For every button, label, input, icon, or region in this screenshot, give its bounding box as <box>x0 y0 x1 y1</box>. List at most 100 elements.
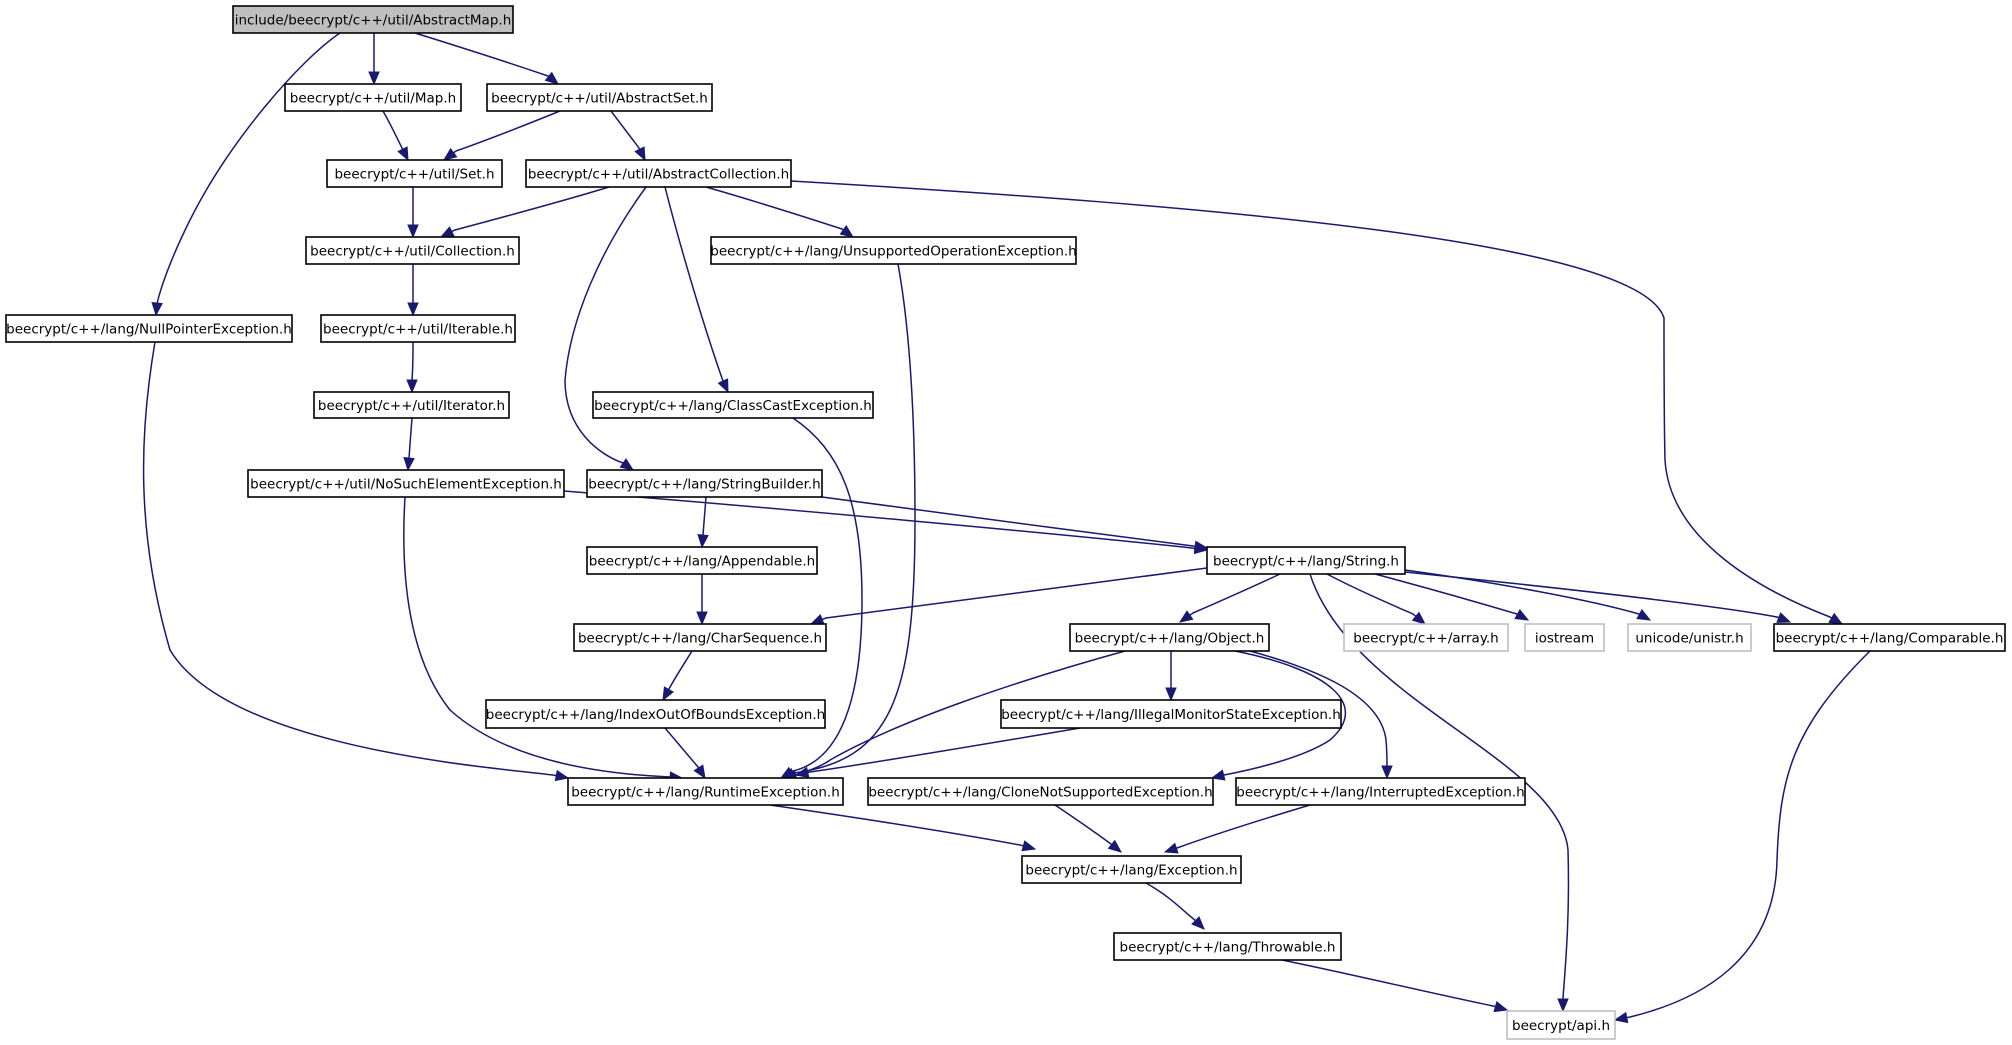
edge-line <box>790 180 1832 619</box>
edge-abstractcollection-to-comparable <box>790 180 1844 625</box>
arrowhead <box>403 457 415 472</box>
edge-string-to-api <box>1309 573 1570 1013</box>
node-iterable[interactable]: beecrypt/c++/util/Iterable.h <box>320 314 516 343</box>
node-label: beecrypt/c++/lang/Throwable.h <box>1120 940 1336 956</box>
node-set[interactable]: beecrypt/c++/util/Set.h <box>326 159 503 188</box>
edge-string-to-iostream <box>1374 573 1530 621</box>
node-label: beecrypt/c++/util/Set.h <box>334 167 494 183</box>
node-object[interactable]: beecrypt/c++/lang/Object.h <box>1069 623 1270 652</box>
edge-abstractset-to-abstractcollection <box>610 110 646 162</box>
arrowhead <box>1828 612 1844 625</box>
edge-iterable-to-iterator <box>406 341 418 394</box>
node-charsequence[interactable]: beecrypt/c++/lang/CharSequence.h <box>573 623 827 652</box>
node-indexoutofbounds[interactable]: beecrypt/c++/lang/IndexOutOfBoundsExcept… <box>485 699 826 729</box>
node-box <box>586 546 818 575</box>
edge-line <box>821 496 1196 548</box>
node-appendable[interactable]: beecrypt/c++/lang/Appendable.h <box>586 546 818 575</box>
edge-abstractcollection-to-classcast <box>664 186 729 394</box>
node-box <box>867 777 1214 806</box>
node-label: beecrypt/c++/util/Collection.h <box>310 244 515 260</box>
node-label: beecrypt/c++/lang/UnsupportedOperationEx… <box>710 244 1076 260</box>
arrowhead <box>1514 609 1530 621</box>
node-box <box>305 236 520 265</box>
edge-line <box>382 110 404 150</box>
node-label: unicode/unistr.h <box>1635 631 1743 647</box>
node-label: include/beecrypt/c++/util/AbstractMap.h <box>235 13 512 29</box>
arrowhead <box>1613 1011 1629 1024</box>
node-runtime[interactable]: beecrypt/c++/lang/RuntimeException.h <box>567 777 844 806</box>
edge-line <box>705 186 844 231</box>
node-box <box>573 623 827 652</box>
node-box <box>320 314 516 343</box>
arrowhead <box>809 614 825 625</box>
edge-line <box>453 110 561 154</box>
node-nosuchelement[interactable]: beecrypt/c++/util/NoSuchElementException… <box>247 469 565 498</box>
node-abstractcollection[interactable]: beecrypt/c++/util/AbstractCollection.h <box>525 159 792 188</box>
arrowhead <box>1163 842 1179 854</box>
node-box <box>592 391 874 419</box>
edge-line <box>451 186 610 233</box>
node-iostream[interactable]: iostream <box>1524 623 1605 652</box>
arrowhead <box>406 379 418 394</box>
edge-comparable-to-api <box>1613 650 1871 1024</box>
node-label: beecrypt/c++/util/AbstractCollection.h <box>528 167 789 183</box>
edge-line <box>664 727 700 769</box>
edge-line <box>821 567 1208 621</box>
arrowhead <box>1021 840 1037 852</box>
edge-iterator-to-nosuchelement <box>403 417 415 472</box>
node-box <box>586 469 823 498</box>
node-classcast[interactable]: beecrypt/c++/lang/ClassCastException.h <box>592 391 874 419</box>
edge-line <box>1054 804 1113 846</box>
node-unsupportedop[interactable]: beecrypt/c++/lang/UnsupportedOperationEx… <box>710 236 1077 265</box>
node-label: beecrypt/c++/util/AbstractSet.h <box>491 91 708 107</box>
node-label: iostream <box>1535 631 1594 647</box>
node-stringbuilder[interactable]: beecrypt/c++/lang/StringBuilder.h <box>586 469 823 498</box>
node-nullpointer[interactable]: beecrypt/c++/lang/NullPointerException.h <box>5 314 293 343</box>
node-label: beecrypt/c++/lang/StringBuilder.h <box>588 477 821 493</box>
edge-line <box>156 32 341 305</box>
node-api[interactable]: beecrypt/api.h <box>1506 1010 1616 1040</box>
node-exception[interactable]: beecrypt/c++/lang/Exception.h <box>1021 855 1242 884</box>
edge-charsequence-to-indexoutofbounds <box>662 650 693 702</box>
node-box <box>1524 623 1605 652</box>
node-map[interactable]: beecrypt/c++/util/Map.h <box>284 83 462 112</box>
node-label: beecrypt/c++/lang/NullPointerException.h <box>6 322 292 338</box>
arrowhead <box>1381 765 1393 780</box>
arrowhead <box>368 71 380 86</box>
edge-collection-to-iterable <box>407 263 419 317</box>
edge-object-to-interrupted <box>1249 650 1393 780</box>
node-illegalmonitor[interactable]: beecrypt/c++/lang/IllegalMonitorStateExc… <box>1000 699 1342 729</box>
node-array[interactable]: beecrypt/c++/array.h <box>1343 623 1509 652</box>
edge-object-to-clonenotsupported <box>1210 650 1347 781</box>
edge-exception-to-throwable <box>1145 882 1205 930</box>
edge-map-to-set <box>382 110 409 162</box>
node-box <box>247 469 565 498</box>
edge-abstractcollection-to-collection <box>439 186 610 238</box>
node-abstractmap[interactable]: include/beecrypt/c++/util/AbstractMap.h <box>232 5 514 34</box>
edge-abstractmap-to-abstractset <box>414 32 560 85</box>
arrowhead <box>634 146 646 162</box>
node-string[interactable]: beecrypt/c++/lang/String.h <box>1206 546 1406 575</box>
edge-abstractcollection-to-stringbuilder <box>564 186 647 471</box>
node-abstractset[interactable]: beecrypt/c++/util/AbstractSet.h <box>486 83 713 112</box>
arrowhead <box>442 147 458 161</box>
node-throwable[interactable]: beecrypt/c++/lang/Throwable.h <box>1113 932 1342 961</box>
node-label: beecrypt/api.h <box>1512 1018 1610 1034</box>
arrowhead <box>544 71 560 85</box>
edge-string-to-array <box>1326 573 1426 625</box>
edge-line <box>1309 573 1570 999</box>
edge-stringbuilder-to-appendable <box>697 496 709 549</box>
node-box <box>232 5 514 34</box>
node-collection[interactable]: beecrypt/c++/util/Collection.h <box>305 236 520 265</box>
dependency-edges <box>142 32 1871 1024</box>
arrowhead <box>1493 1001 1509 1013</box>
node-comparable[interactable]: beecrypt/c++/lang/Comparable.h <box>1773 623 2006 652</box>
node-unistr[interactable]: unicode/unistr.h <box>1627 623 1752 652</box>
edge-illegalmonitor-to-runtime <box>794 727 1081 779</box>
node-interrupted[interactable]: beecrypt/c++/lang/InterruptedException.h <box>1235 777 1526 806</box>
node-clonenotsupported[interactable]: beecrypt/c++/lang/CloneNotSupportedExcep… <box>867 777 1214 806</box>
edge-line <box>414 32 550 78</box>
node-iterator[interactable]: beecrypt/c++/util/Iterator.h <box>313 391 510 419</box>
edge-line <box>403 496 671 778</box>
